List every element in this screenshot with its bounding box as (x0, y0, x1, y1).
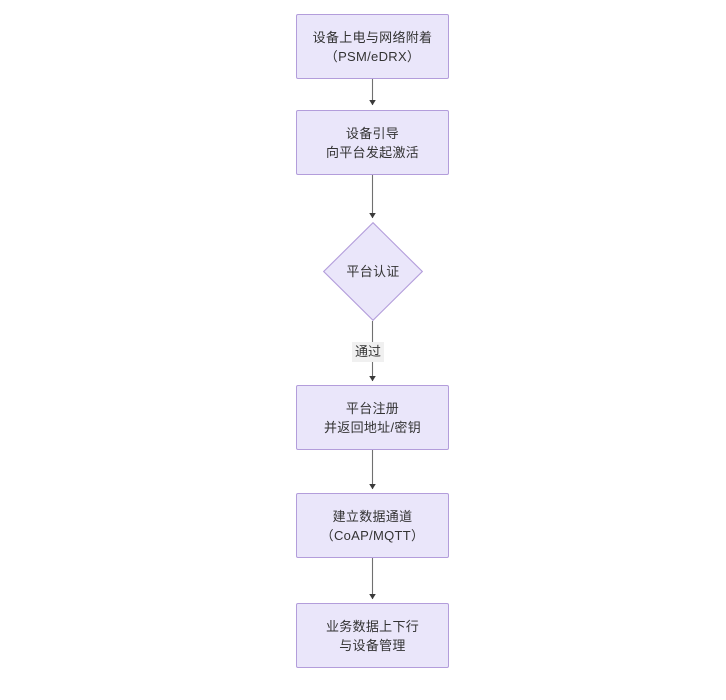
flow-node-label: 业务数据上下行 (325, 618, 420, 634)
flow-node-label: 建立数据通道 (332, 508, 413, 524)
flow-node-label: （CoAP/MQTT） (320, 527, 425, 543)
flow-node-label: 向平台发起激活 (325, 144, 420, 160)
diamond-shape (323, 222, 423, 321)
flow-node-device-bootstrap[interactable]: 设备引导 向平台发起激活 (296, 110, 449, 175)
flow-node-label: 平台认证 (346, 264, 400, 279)
flow-node-label: （PSM/eDRX） (324, 48, 421, 64)
flow-node-data-channel[interactable]: 建立数据通道 （CoAP/MQTT） (296, 493, 449, 558)
edge-label-text: 通过 (355, 344, 382, 359)
flow-node-platform-authentication[interactable]: 平台认证 (323, 222, 423, 321)
flow-node-label: 设备上电与网络附着 (312, 29, 433, 45)
flow-node-platform-registration[interactable]: 平台注册 并返回地址/密钥 (296, 385, 449, 450)
flow-node-label: 设备引导 (345, 125, 400, 141)
flow-node-business-data[interactable]: 业务数据上下行 与设备管理 (296, 603, 449, 668)
flow-node-label: 与设备管理 (339, 637, 406, 653)
flow-node-label: 平台注册 (345, 400, 400, 416)
edge-label-pass: 通过 (352, 342, 385, 362)
flow-node-label: 并返回地址/密钥 (323, 419, 421, 435)
flow-node-device-power-on[interactable]: 设备上电与网络附着 （PSM/eDRX） (296, 14, 449, 79)
